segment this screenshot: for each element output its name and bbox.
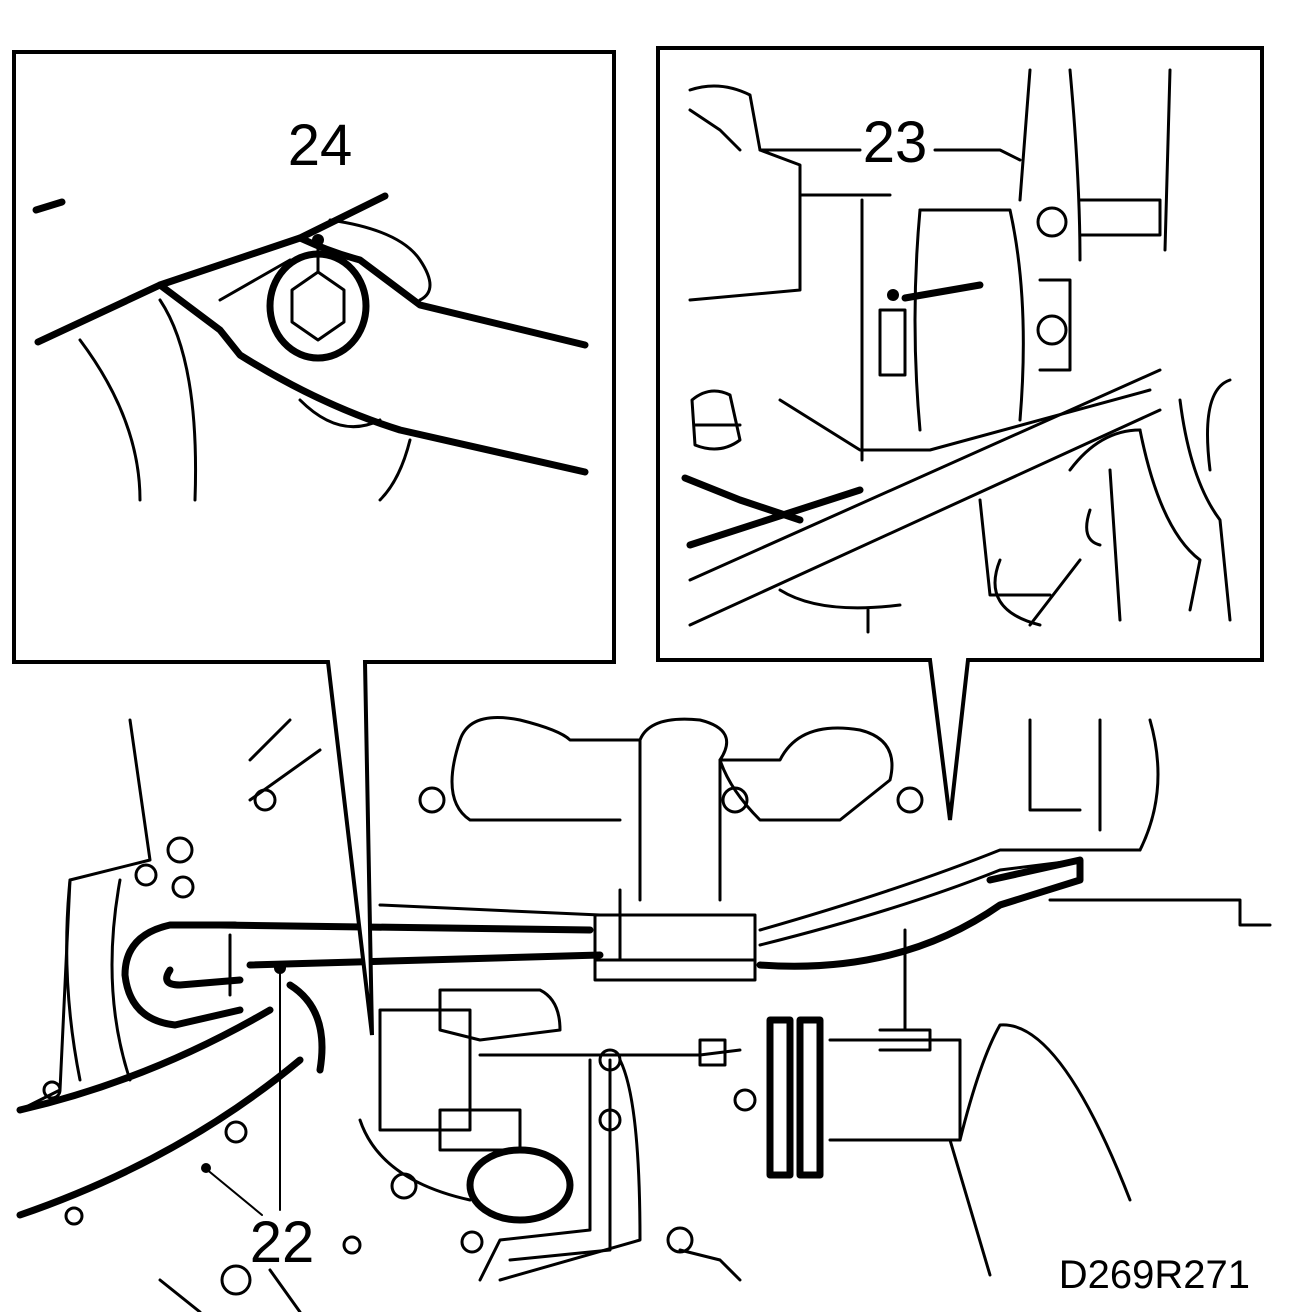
inset-right-frame	[656, 46, 1264, 821]
figure-code: D269R271	[1059, 1253, 1250, 1297]
callout-22-group: 22	[201, 962, 314, 1275]
inset-left-frame	[12, 50, 616, 1036]
inset-right-view: 23	[656, 46, 1264, 821]
callout-23: 23	[863, 110, 928, 175]
sensor-23	[878, 308, 907, 377]
callout-24: 24	[288, 113, 353, 178]
main-engine-view	[16, 716, 1272, 1312]
callout-22: 22	[250, 1210, 315, 1275]
inset-left-view: 24	[12, 50, 616, 1036]
